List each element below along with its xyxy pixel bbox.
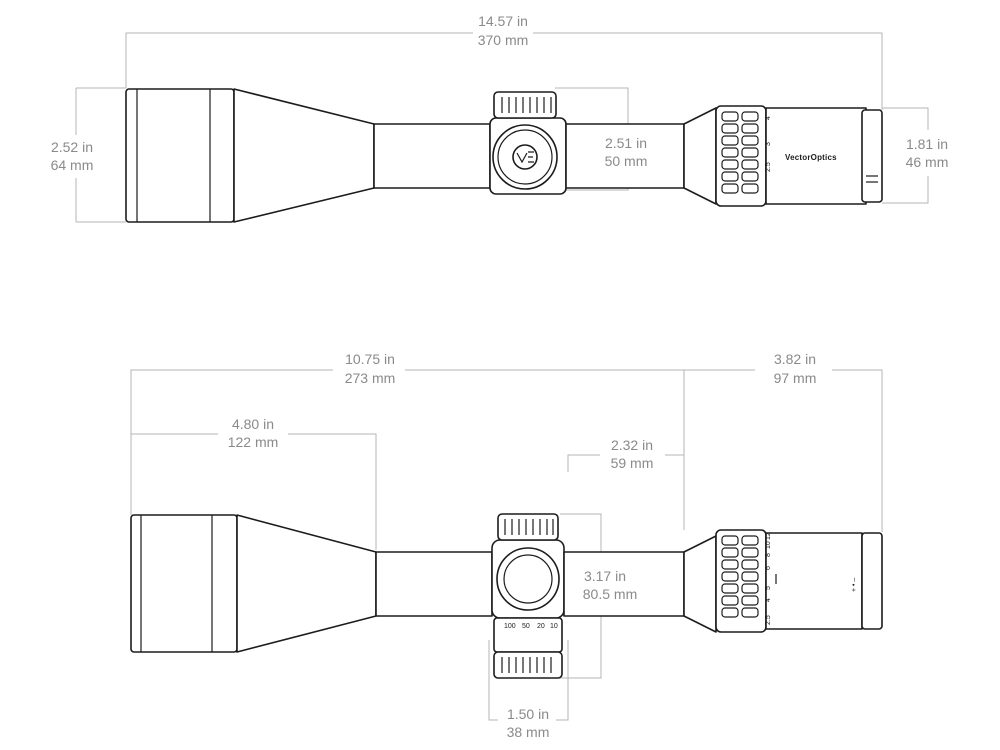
eyepiece-housing-top — [765, 107, 867, 205]
objective-taper-top — [233, 88, 375, 223]
magnification-ring-side-knurl — [721, 535, 759, 618]
overall-length-in: 14.57 in — [478, 13, 528, 29]
mag-mark-side-4: 6 — [765, 566, 772, 570]
elevation-cap-top — [493, 91, 557, 119]
top-view: 2.5 3 4 VectorOptics 14.57 in 370 mm 2.5… — [51, 13, 949, 223]
windage-turret-side — [493, 651, 563, 679]
eyepiece-housing-side — [765, 532, 863, 630]
dim-turret-width-line — [488, 640, 569, 721]
dim-eyepiece-diameter-line — [882, 107, 929, 204]
elevation-cap-knurl — [501, 97, 552, 113]
eyepiece-end-top — [861, 109, 883, 203]
eyepiece-end-side — [861, 532, 883, 630]
objective-taper-side — [236, 514, 377, 653]
objective-to-turret-mm: 273 mm — [345, 370, 396, 386]
main-tube-front-top — [373, 123, 491, 189]
side-scope-body: 100 50 20 10 — [130, 513, 883, 679]
turret-width-mm: 38 mm — [507, 724, 550, 740]
dim-objective-bell-line — [131, 433, 377, 550]
eyepiece-diameter-mm: 46 mm — [906, 154, 949, 170]
turret-total-height-in: 3.17 in — [584, 568, 626, 584]
svg-text:20: 20 — [537, 623, 545, 630]
mag-mark-side-6: 10 — [765, 541, 772, 549]
objective-bell-top — [125, 88, 235, 223]
dim-objective-to-turret-line — [130, 369, 685, 530]
mag-mark-side-5: 8 — [765, 553, 772, 557]
main-tube-rear-side — [563, 551, 685, 617]
dim-eye-relief-line — [684, 369, 883, 532]
objective-diameter-in: 2.52 in — [51, 139, 93, 155]
side-dimension-lines — [130, 369, 883, 721]
turret-total-height-mm: 80.5 mm — [583, 586, 637, 602]
turret-to-eyepiece-in: 2.32 in — [611, 437, 653, 453]
mag-mark-top-1: 2.5 — [765, 162, 772, 172]
dim-objective-diameter-line — [75, 87, 126, 223]
overall-length-mm: 370 mm — [478, 32, 529, 48]
eye-relief-mm: 97 mm — [774, 370, 817, 386]
svg-text:10: 10 — [550, 623, 558, 630]
mag-mark-side-7: 12 — [765, 532, 772, 540]
windage-turret-knurl — [501, 657, 552, 673]
svg-text:50: 50 — [522, 623, 530, 630]
top-labels: 14.57 in 370 mm 2.52 in 64 mm 2.51 in 50… — [51, 13, 949, 173]
main-tube-rear-top — [565, 123, 685, 189]
eyepiece-taper-top — [683, 107, 717, 205]
objective-to-turret-in: 10.75 in — [345, 351, 395, 367]
eye-relief-in: 3.82 in — [774, 351, 816, 367]
side-view: 100 50 20 10 — [130, 351, 883, 740]
main-tube-front-side — [375, 551, 493, 617]
turret-height-mm: 50 mm — [605, 153, 648, 169]
objective-diameter-mm: 64 mm — [51, 157, 94, 173]
top-scope-body: 2.5 3 4 VectorOptics — [125, 88, 883, 223]
dim-overall-length-line — [125, 32, 883, 110]
side-labels: 10.75 in 273 mm 3.82 in 97 mm 4.80 in 12… — [228, 351, 817, 740]
eyepiece-diameter-in: 1.81 in — [906, 136, 948, 152]
elevation-turret-knurl — [504, 519, 554, 535]
mag-mark-side-2: 4 — [765, 598, 772, 602]
dim-turret-to-eyepiece-line — [567, 454, 684, 472]
mag-mark-top-2: 3 — [765, 142, 772, 146]
mag-mark-side-1: 2.5 — [765, 615, 772, 625]
diopter-marks: + • – — [851, 578, 858, 592]
objective-bell-side — [130, 514, 238, 653]
mag-mark-top-3: 4 — [765, 116, 772, 120]
dim-turret-total-height-line — [560, 513, 602, 679]
objective-bell-mm: 122 mm — [228, 434, 279, 450]
side-focus-knob — [496, 547, 560, 611]
turret-height-in: 2.51 in — [605, 135, 647, 151]
svg-text:100: 100 — [504, 623, 516, 630]
turret-to-eyepiece-mm: 59 mm — [611, 455, 654, 471]
magnification-ring-knurl — [721, 111, 759, 194]
eyepiece-taper-side — [683, 535, 717, 633]
mag-mark-side-3: 5 — [765, 586, 772, 590]
elevation-turret-side — [497, 513, 559, 541]
turret-width-in: 1.50 in — [507, 706, 549, 722]
objective-bell-in: 4.80 in — [232, 416, 274, 432]
brand-name: VectorOptics — [785, 153, 837, 162]
